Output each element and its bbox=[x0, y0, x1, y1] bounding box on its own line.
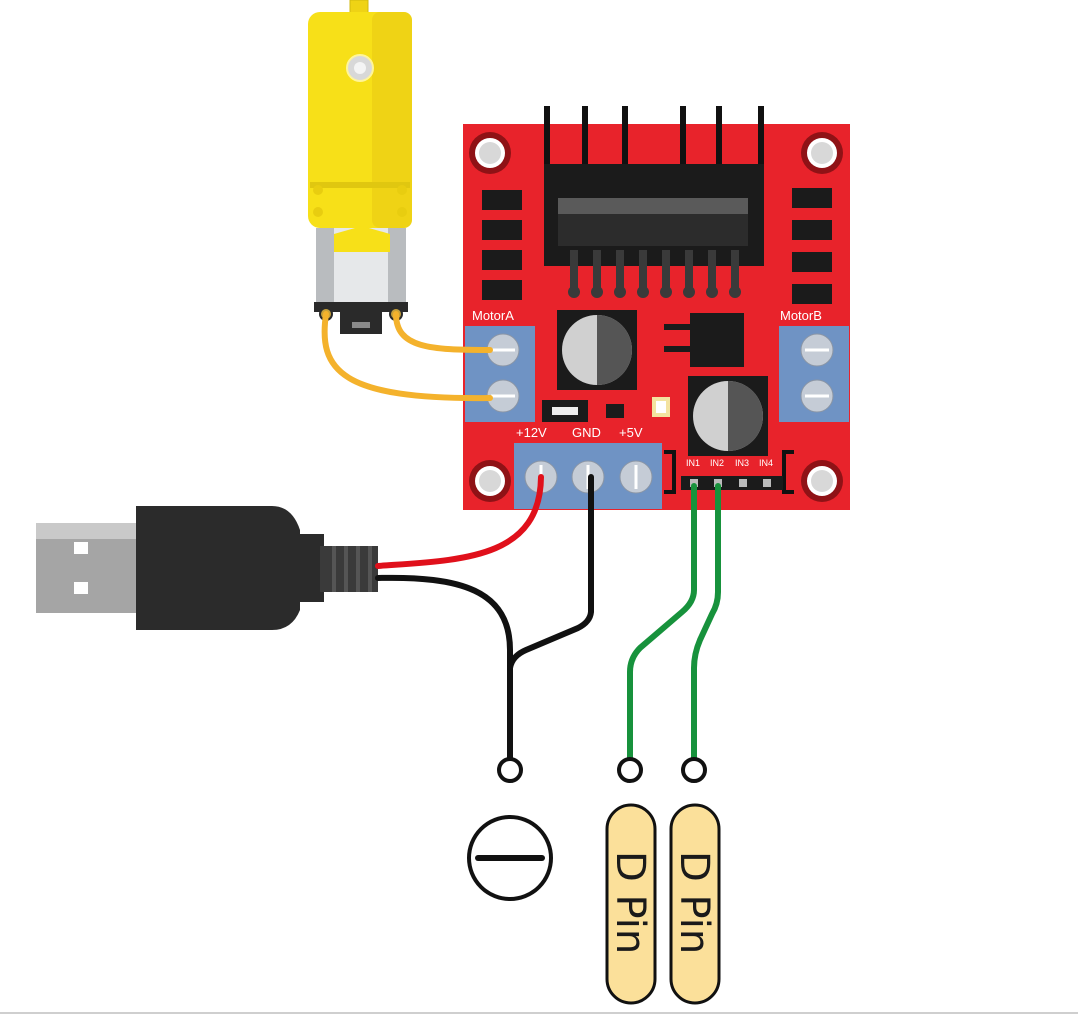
d-pin-label: D Pin bbox=[671, 851, 717, 954]
smd-chip bbox=[606, 404, 624, 418]
terminal-block-motor-a bbox=[465, 326, 535, 422]
power-wire-red bbox=[375, 474, 544, 569]
mounting-hole bbox=[801, 460, 843, 502]
heatsink-icon bbox=[544, 106, 764, 266]
mounting-hole bbox=[469, 460, 511, 502]
input-label-in1: IN1 bbox=[686, 458, 700, 468]
motor-b-label: MotorB bbox=[780, 308, 822, 323]
input-label-in2: IN2 bbox=[710, 458, 724, 468]
diode-array-left bbox=[482, 190, 522, 300]
motor-wires bbox=[321, 311, 493, 402]
terminal-block-motor-b bbox=[779, 326, 849, 422]
diode-array-right bbox=[792, 188, 832, 304]
voltage-regulator bbox=[664, 313, 744, 367]
chip-legs bbox=[568, 250, 741, 298]
motor-a-label: MotorA bbox=[472, 308, 514, 323]
input-label-in4: IN4 bbox=[759, 458, 773, 468]
motor-driver-board: MotorA MotorB +12V GND +5V bbox=[463, 106, 850, 510]
power-label-gnd: GND bbox=[572, 425, 601, 440]
usb-plug-icon bbox=[36, 506, 378, 630]
ground-end-terminal bbox=[497, 757, 523, 783]
capacitor bbox=[688, 376, 768, 456]
input-label-in3: IN3 bbox=[735, 458, 749, 468]
mounting-hole bbox=[801, 132, 843, 174]
ground-wires-black bbox=[375, 474, 594, 765]
signal-end-terminal bbox=[617, 757, 643, 783]
signal-end-terminal bbox=[681, 757, 707, 783]
d-pin-tag: D Pin bbox=[669, 803, 721, 1005]
signal-wires-green bbox=[627, 483, 721, 765]
mounting-hole bbox=[469, 132, 511, 174]
power-label-12v: +12V bbox=[516, 425, 547, 440]
capacitor bbox=[557, 310, 637, 390]
d-pin-label: D Pin bbox=[607, 851, 653, 954]
ground-symbol-icon bbox=[467, 815, 553, 901]
d-pin-tag: D Pin bbox=[605, 803, 657, 1005]
power-label-5v: +5V bbox=[619, 425, 643, 440]
dc-motor-icon bbox=[308, 0, 412, 334]
